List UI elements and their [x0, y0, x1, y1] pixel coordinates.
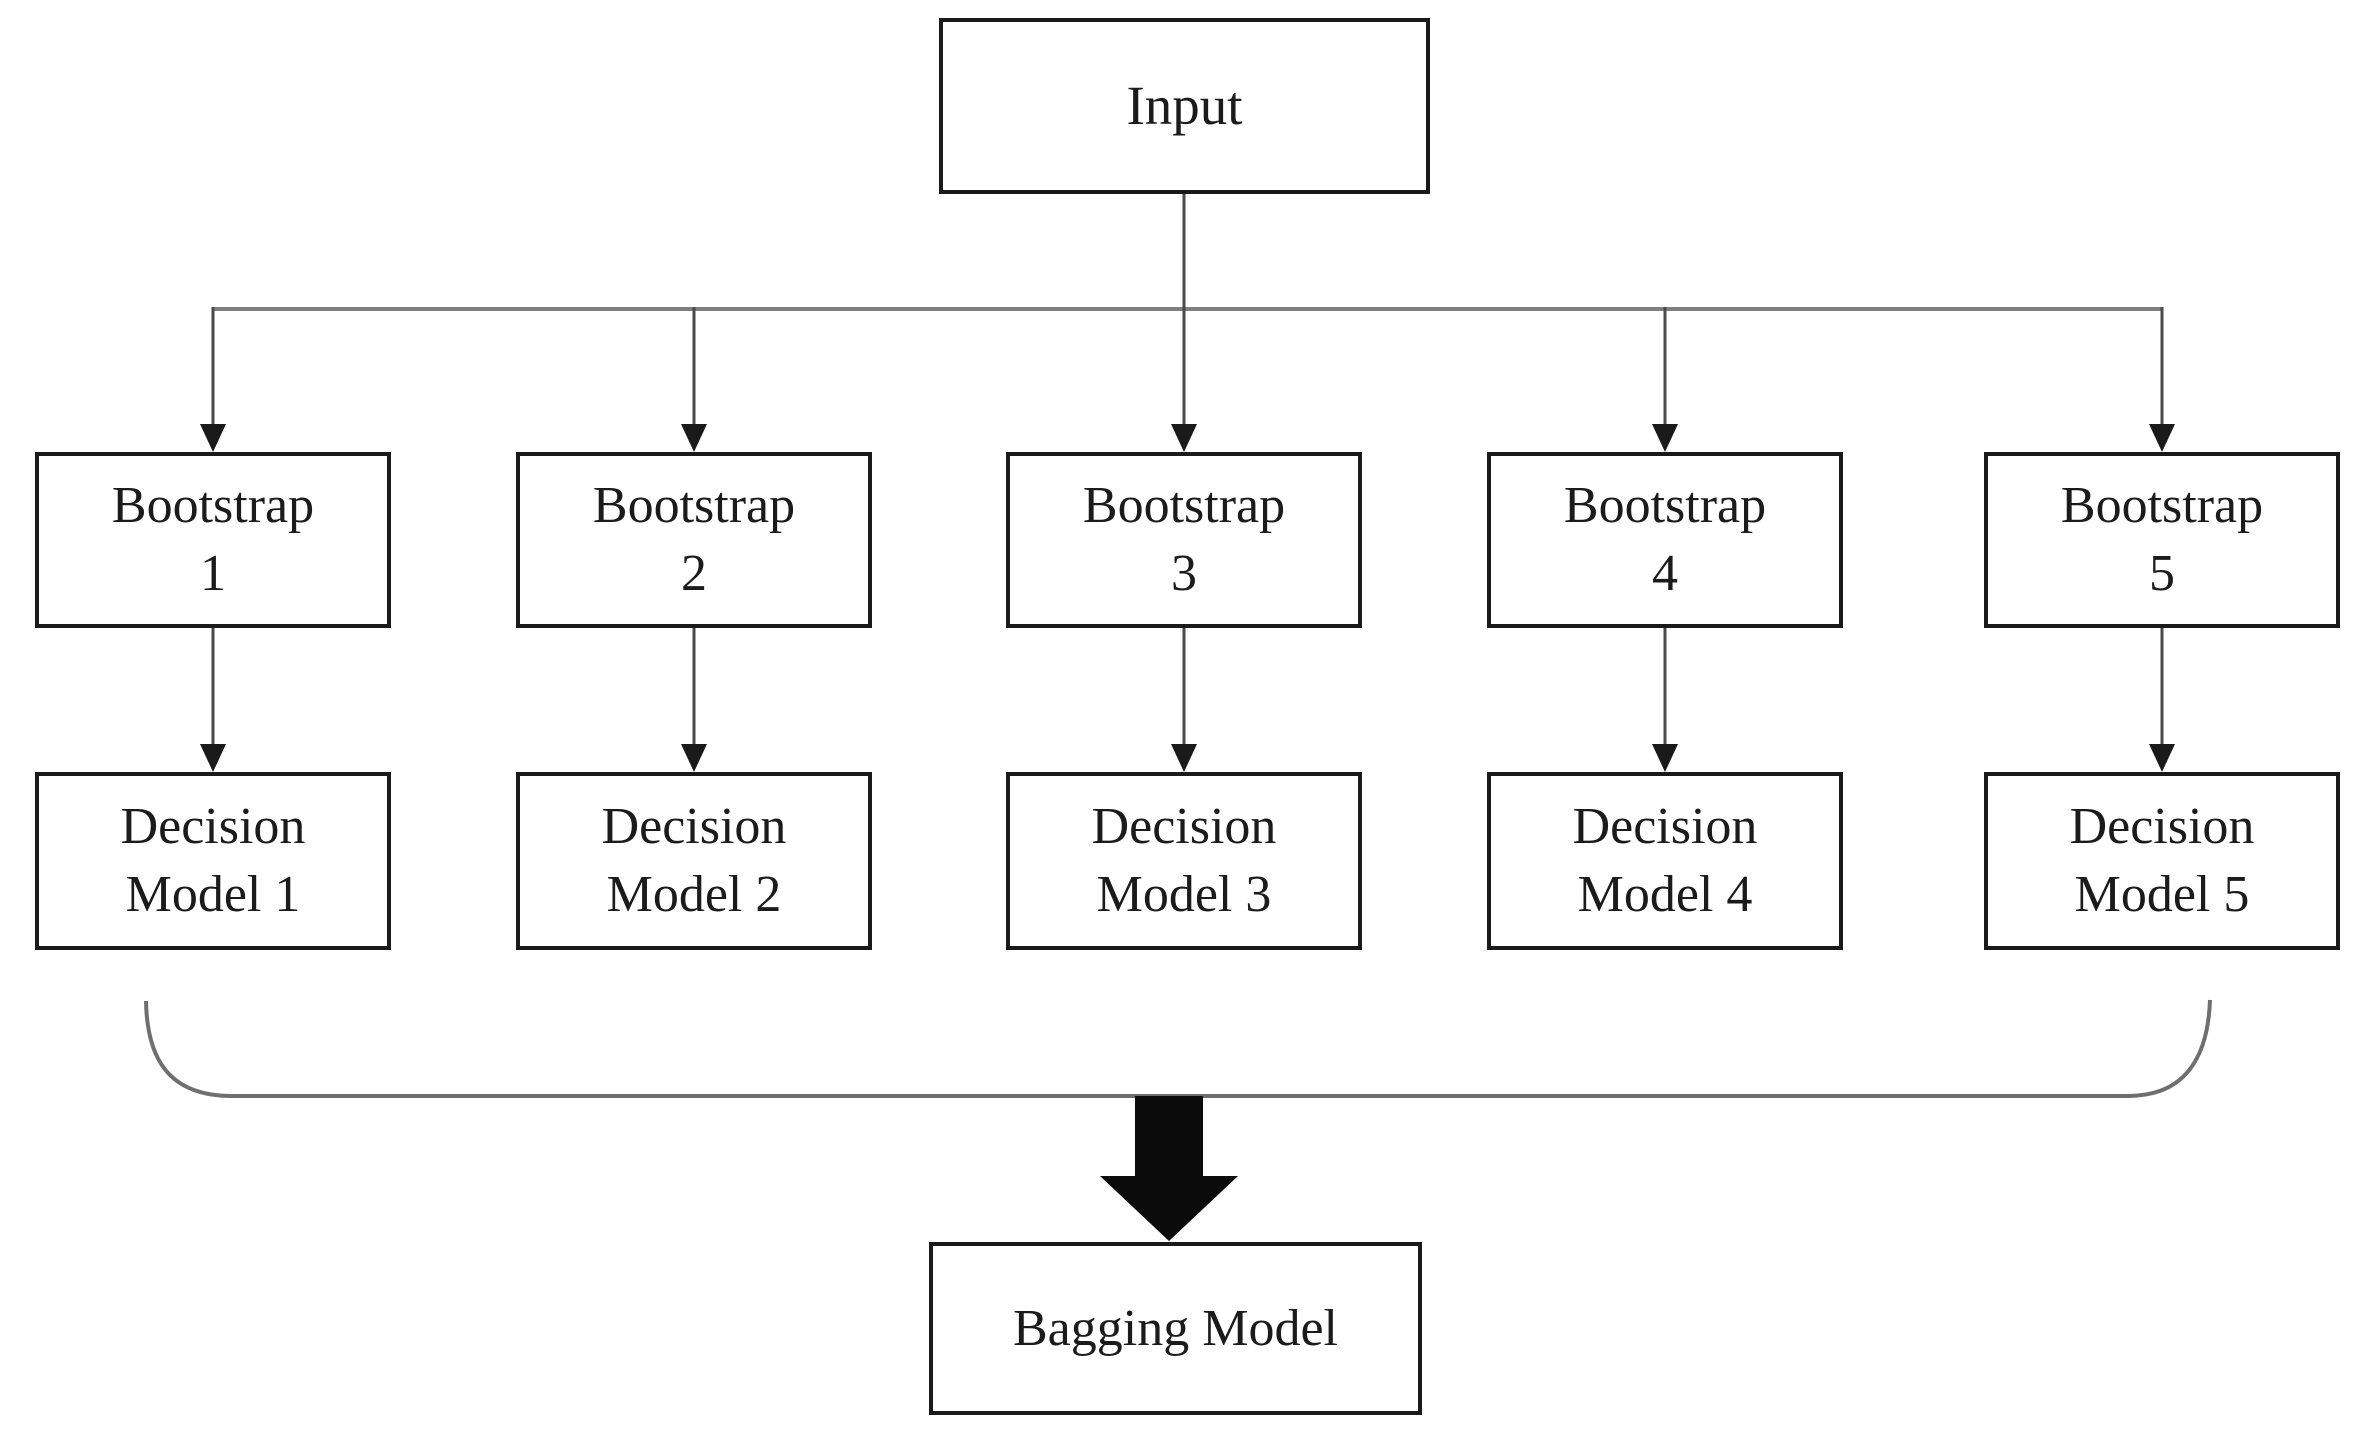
decision-model-node-5: Decision Model 5	[1984, 772, 2340, 950]
input-label: Input	[1126, 75, 1243, 137]
bagging-model-node: Bagging Model	[929, 1242, 1422, 1415]
decision-number: Model 4	[1577, 866, 1753, 923]
decision-label: Decision	[1091, 798, 1277, 856]
decision-label: Decision	[1572, 798, 1758, 856]
bootstrap-number: 4	[1652, 545, 1678, 602]
decision-model-node-4: Decision Model 4	[1487, 772, 1843, 950]
input-node: Input	[939, 18, 1430, 194]
bootstrap-label: Bootstrap	[592, 477, 796, 535]
decision-model-node-3: Decision Model 3	[1006, 772, 1362, 950]
decision-label: Decision	[601, 798, 787, 856]
decision-model-node-2: Decision Model 2	[516, 772, 872, 950]
bootstrap-number: 3	[1171, 545, 1197, 602]
bootstrap-node-5: Bootstrap 5	[1984, 452, 2340, 628]
merge-arrow-icon	[1100, 1096, 1238, 1241]
bootstrap-label: Bootstrap	[1563, 477, 1767, 535]
arrowhead-icon	[681, 424, 707, 452]
arrowhead-icon	[1652, 424, 1678, 452]
decision-model-node-1: Decision Model 1	[35, 772, 391, 950]
collector-brace	[144, 999, 2212, 1098]
decision-label: Decision	[2069, 798, 2255, 856]
arrowhead-icon	[200, 744, 226, 772]
bootstrap-number: 5	[2149, 545, 2175, 602]
bootstrap-label: Bootstrap	[2060, 477, 2264, 535]
bootstrap-node-1: Bootstrap 1	[35, 452, 391, 628]
arrowhead-icon	[2149, 424, 2175, 452]
bootstrap-node-3: Bootstrap 3	[1006, 452, 1362, 628]
decision-number: Model 3	[1096, 866, 1272, 923]
bootstrap-number: 2	[681, 545, 707, 602]
bootstrap-node-2: Bootstrap 2	[516, 452, 872, 628]
decision-number: Model 5	[2074, 866, 2250, 923]
arrowhead-icon	[1171, 744, 1197, 772]
arrowhead-icon	[200, 424, 226, 452]
decision-number: Model 1	[125, 866, 301, 923]
arrowhead-icon	[1652, 744, 1678, 772]
arrowhead-icon	[2149, 744, 2175, 772]
arrowhead-icon	[681, 744, 707, 772]
bagging-model-label: Bagging Model	[1013, 1299, 1338, 1357]
bootstrap-node-4: Bootstrap 4	[1487, 452, 1843, 628]
bootstrap-number: 1	[200, 545, 226, 602]
decision-label: Decision	[120, 798, 306, 856]
decision-number: Model 2	[606, 866, 782, 923]
arrowhead-icon	[1171, 424, 1197, 452]
bootstrap-label: Bootstrap	[1082, 477, 1286, 535]
bootstrap-label: Bootstrap	[111, 477, 315, 535]
